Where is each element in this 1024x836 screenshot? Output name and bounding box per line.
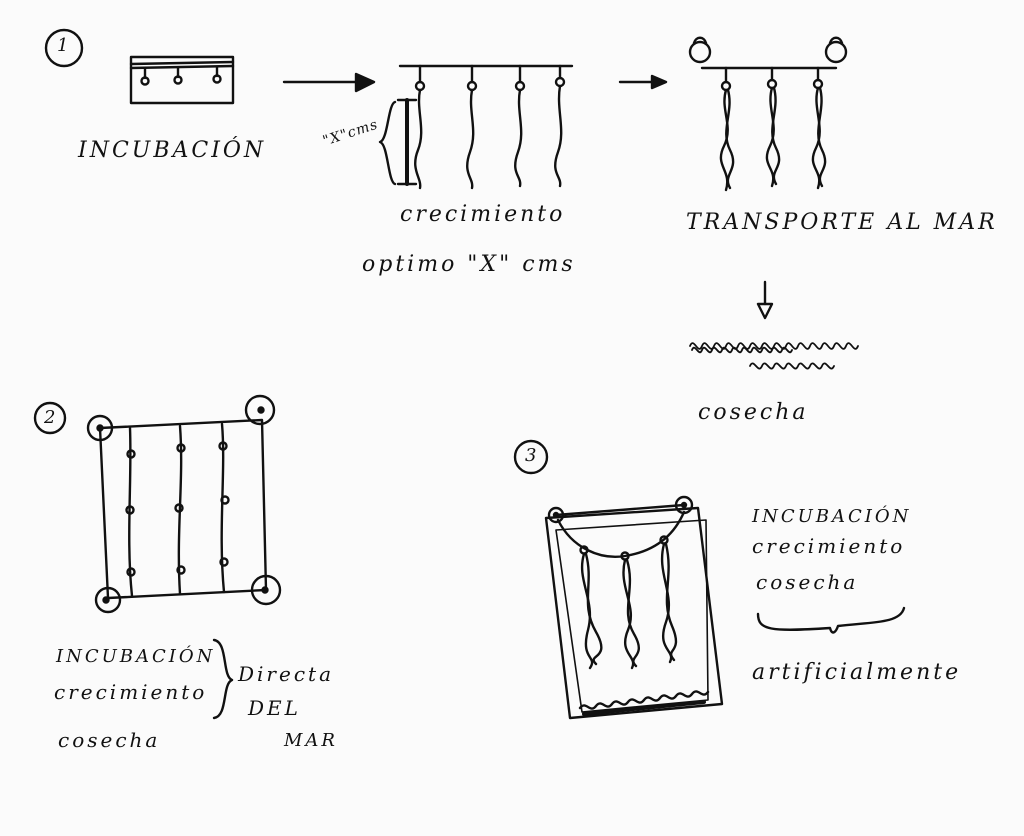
label-incubacion-3: INCUBACIÓN xyxy=(752,508,911,526)
label-optimo: optimo "X" cms xyxy=(362,254,576,276)
label-cosecha-1: cosecha xyxy=(698,402,808,424)
label-crecimiento-2: crecimiento xyxy=(54,682,207,702)
step-1-number: 1 xyxy=(57,37,68,55)
harvest-pile-icon xyxy=(690,343,858,368)
arrow-down-icon xyxy=(758,282,772,318)
label-transporte: TRANSPORTE AL MAR xyxy=(686,212,998,234)
step-2-number: 2 xyxy=(44,409,55,427)
sea-transport-icon xyxy=(690,38,846,190)
label-directa: Directa xyxy=(238,664,334,684)
label-incubacion-1: INCUBACIÓN xyxy=(78,140,266,162)
label-incubacion-2: INCUBACIÓN xyxy=(56,648,215,666)
label-del: DEL xyxy=(248,698,301,718)
arrow-right-icon xyxy=(284,74,374,91)
label-crecimiento-1: crecimiento xyxy=(400,204,565,226)
bracket-step-3 xyxy=(758,608,904,632)
label-cosecha-2: cosecha xyxy=(58,730,160,750)
label-mar-2: MAR xyxy=(284,732,338,750)
label-artificialmente: artificialmente xyxy=(752,662,961,684)
step-3-number: 3 xyxy=(525,447,536,465)
bracket-step-2 xyxy=(214,640,232,718)
growth-lines-icon xyxy=(380,66,572,188)
artificial-tank-icon xyxy=(546,497,722,718)
label-cosecha-3: cosecha xyxy=(756,572,858,592)
sea-grid-icon xyxy=(88,396,280,612)
incubation-tank-icon xyxy=(131,57,233,103)
label-crecimiento-3: crecimiento xyxy=(752,536,905,556)
arrow-right-icon xyxy=(620,76,666,88)
